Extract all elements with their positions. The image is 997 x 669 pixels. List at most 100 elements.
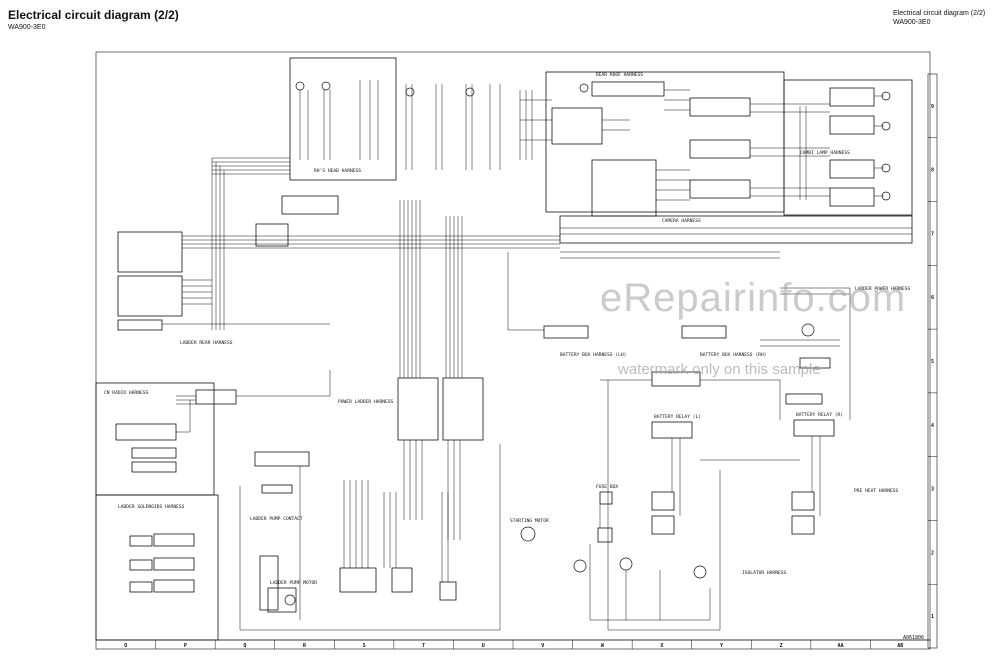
combi-connector-3 bbox=[829, 159, 875, 179]
label-rear-roof: REAR ROOF HARNESS bbox=[596, 72, 643, 78]
radio-connector-4 bbox=[195, 389, 237, 405]
motor-icon bbox=[693, 565, 707, 579]
lamp-icon bbox=[321, 81, 331, 91]
grid-col-label: T bbox=[422, 643, 425, 649]
solenoid-connector-3 bbox=[153, 579, 195, 593]
label-cn-radio: CN RADIO HARNESS bbox=[104, 390, 148, 396]
label-camera: CAMERA HARNESS bbox=[662, 218, 701, 224]
radio-connector-1 bbox=[115, 423, 177, 441]
model-code: WA900-3E0 bbox=[8, 24, 46, 31]
label-battery-box-lh: BATTERY BOX HARNESS (LH) bbox=[560, 352, 626, 358]
diagram-title: Electrical circuit diagram (2/2) bbox=[8, 8, 179, 22]
lamp-icon bbox=[881, 163, 891, 173]
label-ladder-rear: LADDER REAR HARNESS bbox=[180, 340, 233, 346]
model-code-small: WA900-3E0 bbox=[893, 19, 931, 26]
pre-heat-relay-1 bbox=[799, 357, 831, 369]
label-starting-motor: STARTING MOTOR bbox=[510, 518, 549, 524]
grid-col-label: P bbox=[184, 643, 187, 649]
ladder-pump-contact bbox=[259, 555, 279, 611]
lamp-icon bbox=[405, 87, 415, 97]
label-battery-box-rh: BATTERY BOX HARNESS (RH) bbox=[700, 352, 766, 358]
grid-col-label: S bbox=[363, 643, 366, 649]
relay-3 bbox=[439, 581, 457, 601]
rear-roof-harness-box bbox=[545, 71, 785, 213]
pre-heat-relay-2 bbox=[785, 393, 823, 405]
connector-block-mid bbox=[281, 195, 339, 215]
roof-connector-5 bbox=[689, 179, 751, 199]
roof-connector-1 bbox=[591, 81, 665, 97]
roof-connector-2 bbox=[551, 107, 603, 145]
radio-connector-2 bbox=[131, 447, 177, 459]
label-battery-relay-r: BATTERY RELAY (R) bbox=[796, 412, 843, 418]
grid-row-label: 7 bbox=[931, 231, 934, 237]
combi-connector-1 bbox=[829, 87, 875, 107]
ladder-solenoids-box bbox=[95, 494, 219, 641]
solenoid-connector-2 bbox=[153, 557, 195, 571]
grid-row-label: 8 bbox=[931, 168, 934, 174]
power-ladder-block-1 bbox=[397, 377, 439, 441]
label-pre-heat: PRE HEAT HARNESS bbox=[854, 488, 898, 494]
lamp-icon bbox=[465, 87, 475, 97]
connector-block-left-2 bbox=[117, 275, 183, 317]
grid-col-label: Z bbox=[780, 643, 783, 649]
watermark-note: watermark only on this sample bbox=[618, 361, 821, 378]
battery-box-terminal bbox=[651, 371, 701, 387]
lamp-icon bbox=[579, 83, 589, 93]
camera-harness-box bbox=[559, 215, 913, 244]
starter-terminal bbox=[597, 527, 613, 543]
lamp-icon bbox=[881, 91, 891, 101]
relay-2 bbox=[391, 567, 413, 593]
label-isolator: ISOLATOR HARNESS bbox=[742, 570, 786, 576]
grid-col-label: AA bbox=[838, 643, 844, 649]
label-ladder-pump-contact: LADDER PUMP CONTACT bbox=[250, 516, 303, 522]
grid-row-label: 9 bbox=[931, 104, 934, 110]
diagram-title-small: Electrical circuit diagram (2/2) bbox=[893, 10, 986, 17]
grid-col-label: V bbox=[541, 643, 544, 649]
battery-unit-4 bbox=[791, 515, 815, 535]
motor-icon bbox=[801, 323, 815, 337]
grid-row-label: 2 bbox=[931, 550, 934, 556]
battery-box-connector-rh bbox=[681, 325, 727, 339]
motor-icon bbox=[619, 557, 633, 571]
battery-unit-2 bbox=[651, 515, 675, 535]
watermark-site: eRepairinfo.com bbox=[600, 276, 907, 320]
ladder-pump-motor bbox=[267, 587, 297, 613]
grid-col-label: W bbox=[601, 643, 605, 649]
combi-connector-2 bbox=[829, 115, 875, 135]
label-ladder-solenoid: LADDER SOLENOIDS HARNESS bbox=[118, 504, 185, 510]
motor-icon bbox=[573, 559, 587, 573]
grid-col-label: O bbox=[124, 643, 127, 649]
grid-col-label: Q bbox=[243, 643, 246, 649]
label-rh-head: RH'S HEAD HARNESS bbox=[314, 168, 361, 174]
grid-col-label: R bbox=[303, 643, 307, 649]
lamp-icon bbox=[295, 81, 305, 91]
grid-bottom-labels: O P Q R S T U V W X Y Z AA AB bbox=[124, 640, 903, 649]
grid-col-label: X bbox=[660, 643, 663, 649]
solenoid-3 bbox=[129, 581, 153, 593]
label-battery-relay-l: BATTERY RELAY (L) bbox=[654, 414, 701, 420]
grid-row-label: 4 bbox=[931, 423, 934, 429]
lamp-icon bbox=[881, 191, 891, 201]
battery-relay-l bbox=[651, 421, 693, 439]
grid-col-label: U bbox=[482, 643, 485, 649]
lamp-icon bbox=[881, 121, 891, 131]
roof-central-connector bbox=[591, 159, 657, 217]
connector-block-left-1 bbox=[117, 231, 183, 273]
combi-connector-4 bbox=[829, 187, 875, 207]
grid-col-label: AB bbox=[897, 643, 903, 649]
roof-connector-4 bbox=[689, 139, 751, 159]
grid-col-label: Y bbox=[720, 643, 723, 649]
battery-unit-1 bbox=[651, 491, 675, 511]
battery-unit-3 bbox=[791, 491, 815, 511]
grid-row-label: 6 bbox=[931, 295, 934, 301]
combi-lamp-box bbox=[783, 79, 913, 216]
pump-motor-icon bbox=[284, 594, 296, 606]
battery-box-connector-lh bbox=[543, 325, 589, 339]
rh-head-harness-box bbox=[289, 57, 397, 181]
label-ladder-power: LADDER POWER HARNESS bbox=[855, 286, 911, 292]
label-combi-lamp: COMBI LAMP HARNESS bbox=[800, 150, 850, 156]
battery-relay-r bbox=[793, 419, 835, 437]
solenoid-2 bbox=[129, 559, 153, 571]
